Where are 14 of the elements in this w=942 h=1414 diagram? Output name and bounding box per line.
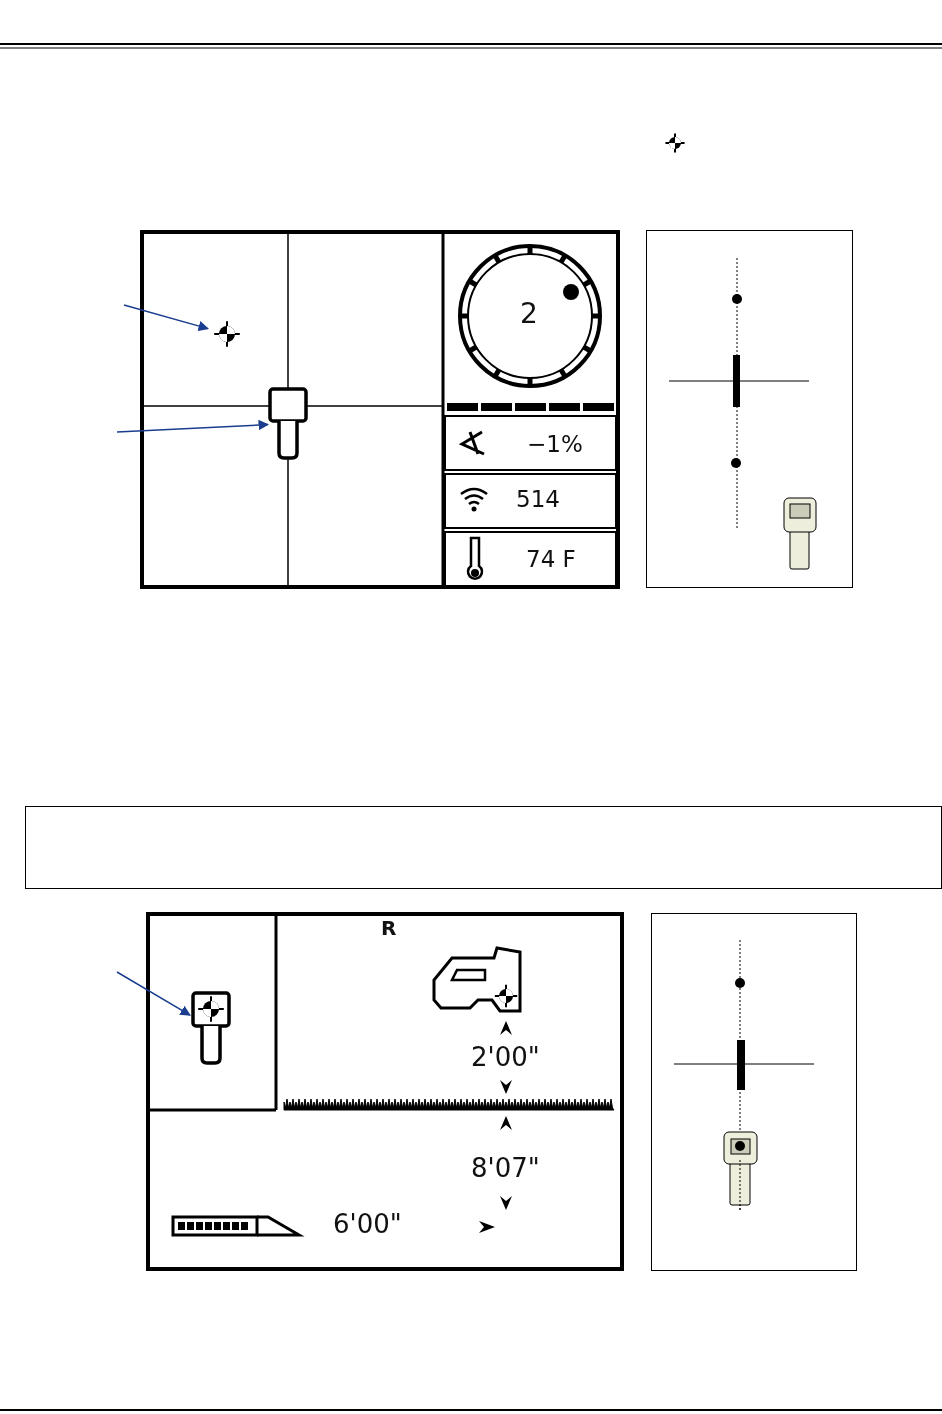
mode-indicator: R	[381, 918, 397, 938]
depth-value: 8'07"	[471, 1155, 540, 1181]
roll-value: 2	[520, 300, 538, 328]
signal-value: 514	[516, 488, 560, 511]
note-box	[25, 806, 942, 889]
pitch-value: −1%	[527, 433, 583, 456]
depth-value: 2'00"	[471, 1044, 540, 1070]
locator-target-icon	[190, 990, 232, 1065]
temperature-value: 74 F	[526, 548, 576, 571]
leader-arrow	[123, 304, 209, 332]
distance-value: 6'00"	[333, 1211, 402, 1237]
leader-arrow	[116, 419, 270, 433]
leader-arrow	[116, 971, 191, 1016]
locator-icon	[268, 387, 310, 460]
